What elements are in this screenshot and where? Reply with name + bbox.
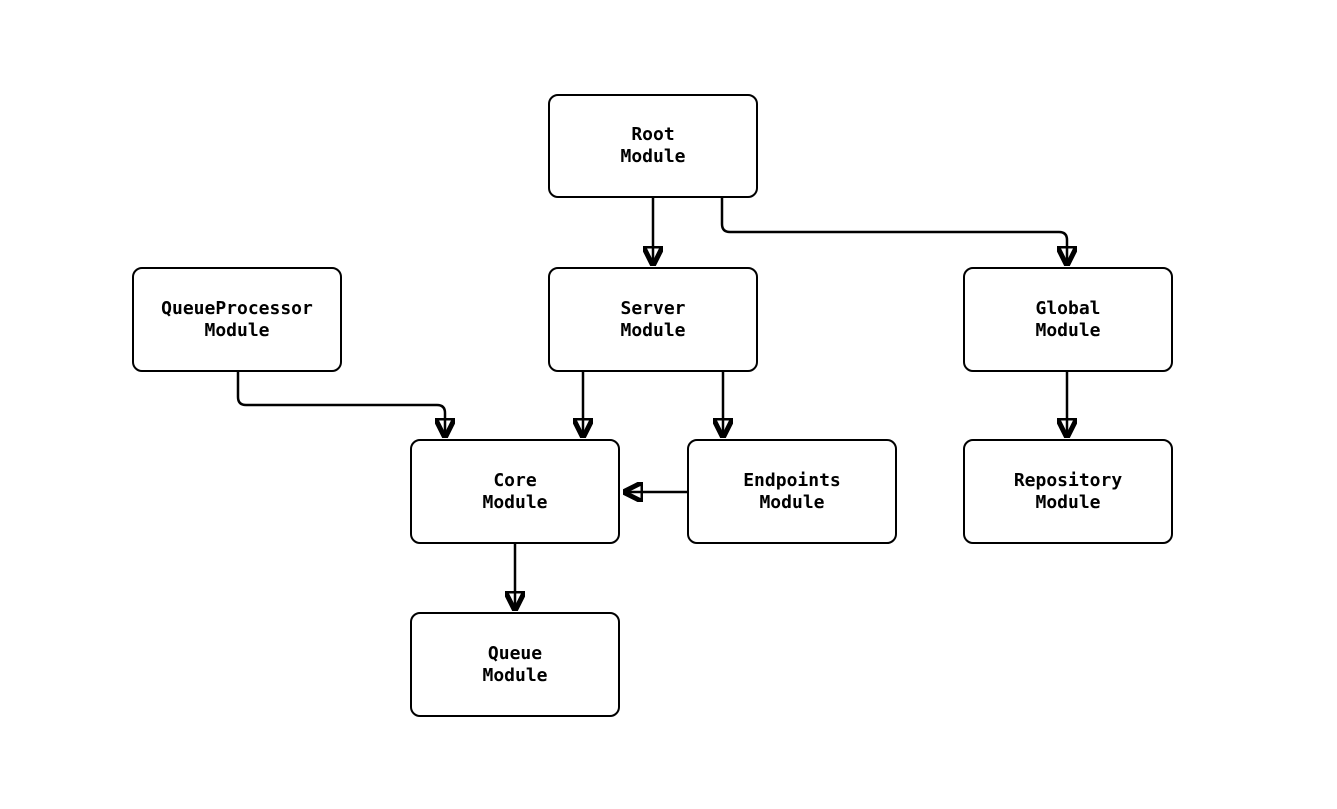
- node-global-module: Global Module: [963, 267, 1173, 372]
- node-queueprocessor-module-label: QueueProcessor Module: [161, 297, 313, 341]
- node-queue-module-label: Queue Module: [482, 642, 548, 686]
- node-global-module-label: Global Module: [1035, 297, 1101, 341]
- edge-root-to-global: [720, 198, 1067, 264]
- node-root-module-label: Root Module: [620, 124, 686, 167]
- edge-queueprocessor-to-core: [236, 372, 445, 436]
- node-server-module: Server Module: [548, 267, 758, 372]
- node-endpoints-module-label: Endpoints Module: [743, 469, 841, 513]
- node-queueprocessor-module: QueueProcessor Module: [132, 267, 342, 372]
- node-repository-module: Repository Module: [963, 439, 1173, 544]
- node-core-module: Core Module: [410, 439, 620, 544]
- node-endpoints-module: Endpoints Module: [687, 439, 897, 544]
- node-queue-module: Queue Module: [410, 612, 620, 717]
- node-server-module-label: Server Module: [620, 297, 686, 341]
- node-root-module: Root Module: [548, 94, 758, 198]
- node-repository-module-label: Repository Module: [1013, 469, 1123, 513]
- node-core-module-label: Core Module: [482, 469, 548, 513]
